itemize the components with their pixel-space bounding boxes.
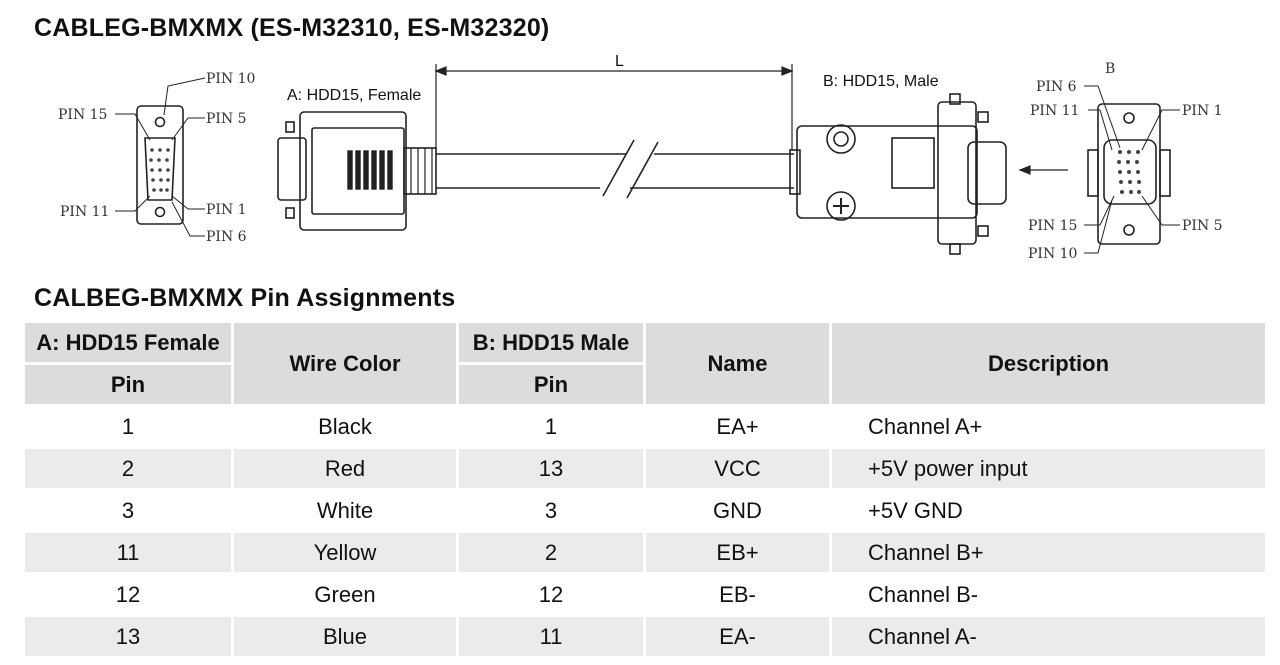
header-description: Description xyxy=(832,323,1265,404)
cell-b-pin: 3 xyxy=(459,491,643,530)
table-title: CALBEG-BMXMX Pin Assignments xyxy=(34,284,456,312)
right-pin10-label: PIN 10 xyxy=(1028,246,1077,262)
header-a-pin: Pin xyxy=(25,365,231,404)
header-name: Name xyxy=(646,323,829,404)
right-pin15-label: PIN 15 xyxy=(1028,218,1077,234)
direction-arrow-icon xyxy=(1018,165,1068,175)
cell-name: VCC xyxy=(646,449,829,488)
right-b-label: B xyxy=(1105,61,1115,77)
connector-b-label: B: HDD15, Male xyxy=(823,73,939,90)
cell-wire-color: Black xyxy=(234,407,456,446)
connector-a xyxy=(277,111,437,231)
cell-description: Channel A+ xyxy=(832,407,1265,446)
left-pin15-label: PIN 15 xyxy=(58,107,107,123)
connector-a-label: A: HDD15, Female xyxy=(287,87,421,104)
cell-b-pin: 12 xyxy=(459,575,643,614)
table-row: 1 Black 1 EA+ Channel A+ xyxy=(25,407,1265,446)
cell-a-pin: 11 xyxy=(25,533,231,572)
right-pin11-label: PIN 11 xyxy=(1030,103,1079,119)
cell-name: EB+ xyxy=(646,533,829,572)
right-pin1-label: PIN 1 xyxy=(1182,103,1223,119)
cell-a-pin: 12 xyxy=(25,575,231,614)
left-pin1-label: PIN 1 xyxy=(206,202,247,218)
cell-name: GND xyxy=(646,491,829,530)
cell-description: Channel B+ xyxy=(832,533,1265,572)
right-connector-face xyxy=(1084,85,1180,254)
left-pin10-label: PIN 10 xyxy=(206,71,255,87)
table-row: 3 White 3 GND +5V GND xyxy=(25,491,1265,530)
left-connector-face xyxy=(115,77,206,237)
cell-wire-color: Yellow xyxy=(234,533,456,572)
cell-wire-color: Green xyxy=(234,575,456,614)
cell-a-pin: 2 xyxy=(25,449,231,488)
length-label: L xyxy=(615,53,624,70)
right-pin6-label: PIN 6 xyxy=(1036,79,1077,95)
cell-name: EA- xyxy=(646,617,829,656)
cell-description: Channel A- xyxy=(832,617,1265,656)
cell-b-pin: 11 xyxy=(459,617,643,656)
cell-b-pin: 1 xyxy=(459,407,643,446)
cell-description: +5V power input xyxy=(832,449,1265,488)
connector-b xyxy=(789,93,1007,255)
cell-name: EA+ xyxy=(646,407,829,446)
pin-assignment-table: A: HDD15 Female Wire Color B: HDD15 Male… xyxy=(22,320,1268,659)
table-row: 13 Blue 11 EA- Channel A- xyxy=(25,617,1265,656)
header-a-connector: A: HDD15 Female xyxy=(25,323,231,362)
cable xyxy=(436,139,794,199)
cell-a-pin: 3 xyxy=(25,491,231,530)
cell-a-pin: 13 xyxy=(25,617,231,656)
header-wire-color: Wire Color xyxy=(234,323,456,404)
cell-b-pin: 2 xyxy=(459,533,643,572)
cell-description: Channel B- xyxy=(832,575,1265,614)
length-dimension xyxy=(434,64,794,150)
cell-name: EB- xyxy=(646,575,829,614)
header-b-connector: B: HDD15 Male xyxy=(459,323,643,362)
left-pin11-label: PIN 11 xyxy=(60,204,109,220)
page-title: CABLEG-BMXMX (ES-M32310, ES-M32320) xyxy=(34,14,550,42)
table-row: 12 Green 12 EB- Channel B- xyxy=(25,575,1265,614)
cell-a-pin: 1 xyxy=(25,407,231,446)
table-row: 11 Yellow 2 EB+ Channel B+ xyxy=(25,533,1265,572)
cell-description: +5V GND xyxy=(832,491,1265,530)
right-pin5-label: PIN 5 xyxy=(1182,218,1223,234)
cell-wire-color: Blue xyxy=(234,617,456,656)
cell-wire-color: Red xyxy=(234,449,456,488)
left-pin5-label: PIN 5 xyxy=(206,111,247,127)
cable-diagram: PIN 10 PIN 15 PIN 5 PIN 11 PIN 1 PIN 6 A… xyxy=(58,53,1223,262)
cell-b-pin: 13 xyxy=(459,449,643,488)
header-b-pin: Pin xyxy=(459,365,643,404)
cell-wire-color: White xyxy=(234,491,456,530)
table-row: 2 Red 13 VCC +5V power input xyxy=(25,449,1265,488)
left-pin6-label: PIN 6 xyxy=(206,229,247,245)
